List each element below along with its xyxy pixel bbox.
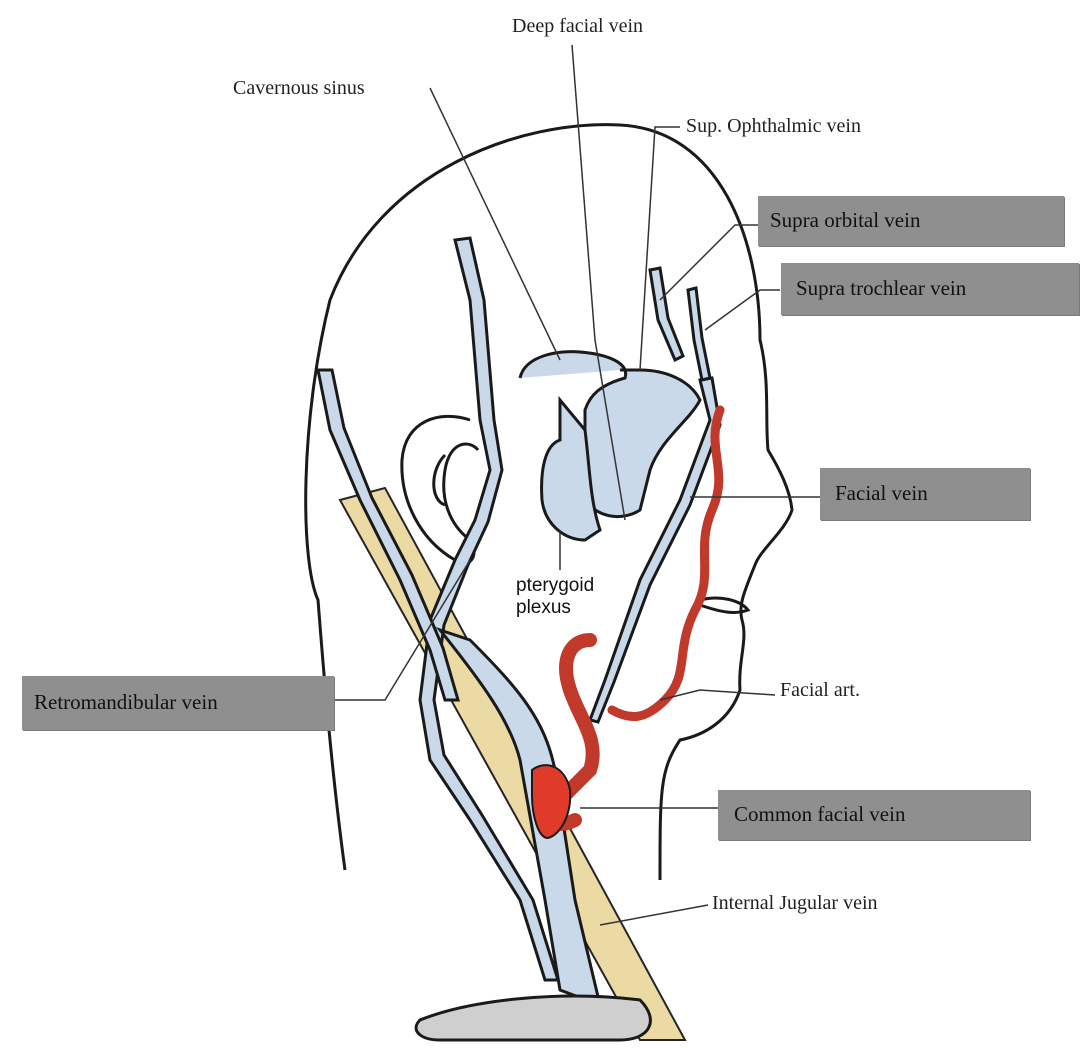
label-internal-jugular-vein: Internal Jugular vein <box>712 893 878 913</box>
label-box-supra-orbital-vein: Supra orbital vein <box>758 196 1064 246</box>
label-supra-orbital-vein: Supra orbital vein <box>770 210 920 231</box>
supra-trochlear-vein-tube <box>688 288 710 380</box>
sternocleidomastoid-muscle <box>340 488 685 1040</box>
label-pterygoid-line2: plexus <box>516 597 594 619</box>
label-box-supra-trochlear-vein: Supra trochlear vein <box>781 263 1079 315</box>
label-box-retromandibular-vein: Retromandibular vein <box>22 676 334 730</box>
label-pterygoid-line1: pterygoid <box>516 575 594 597</box>
label-supra-trochlear-vein: Supra trochlear vein <box>796 278 966 299</box>
label-box-common-facial-vein: Common facial vein <box>718 790 1030 840</box>
label-facial-art: Facial art. <box>780 680 860 700</box>
label-retromandibular-vein: Retromandibular vein <box>34 692 218 713</box>
label-common-facial-vein: Common facial vein <box>734 804 905 825</box>
label-sup-ophthalmic-vein: Sup. Ophthalmic vein <box>686 116 861 136</box>
label-cavernous-sinus: Cavernous sinus <box>233 78 365 98</box>
leader-cavernous-sinus <box>430 88 560 360</box>
label-facial-vein: Facial vein <box>835 483 928 504</box>
posterior-auricular-vein <box>318 370 458 700</box>
label-box-facial-vein: Facial vein <box>820 468 1030 520</box>
subclavian-vein <box>416 996 650 1040</box>
label-pterygoid-plexus: pterygoid plexus <box>516 575 594 619</box>
leader-supra-trochlear-vein <box>705 290 780 330</box>
label-deep-facial-vein: Deep facial vein <box>512 16 643 36</box>
